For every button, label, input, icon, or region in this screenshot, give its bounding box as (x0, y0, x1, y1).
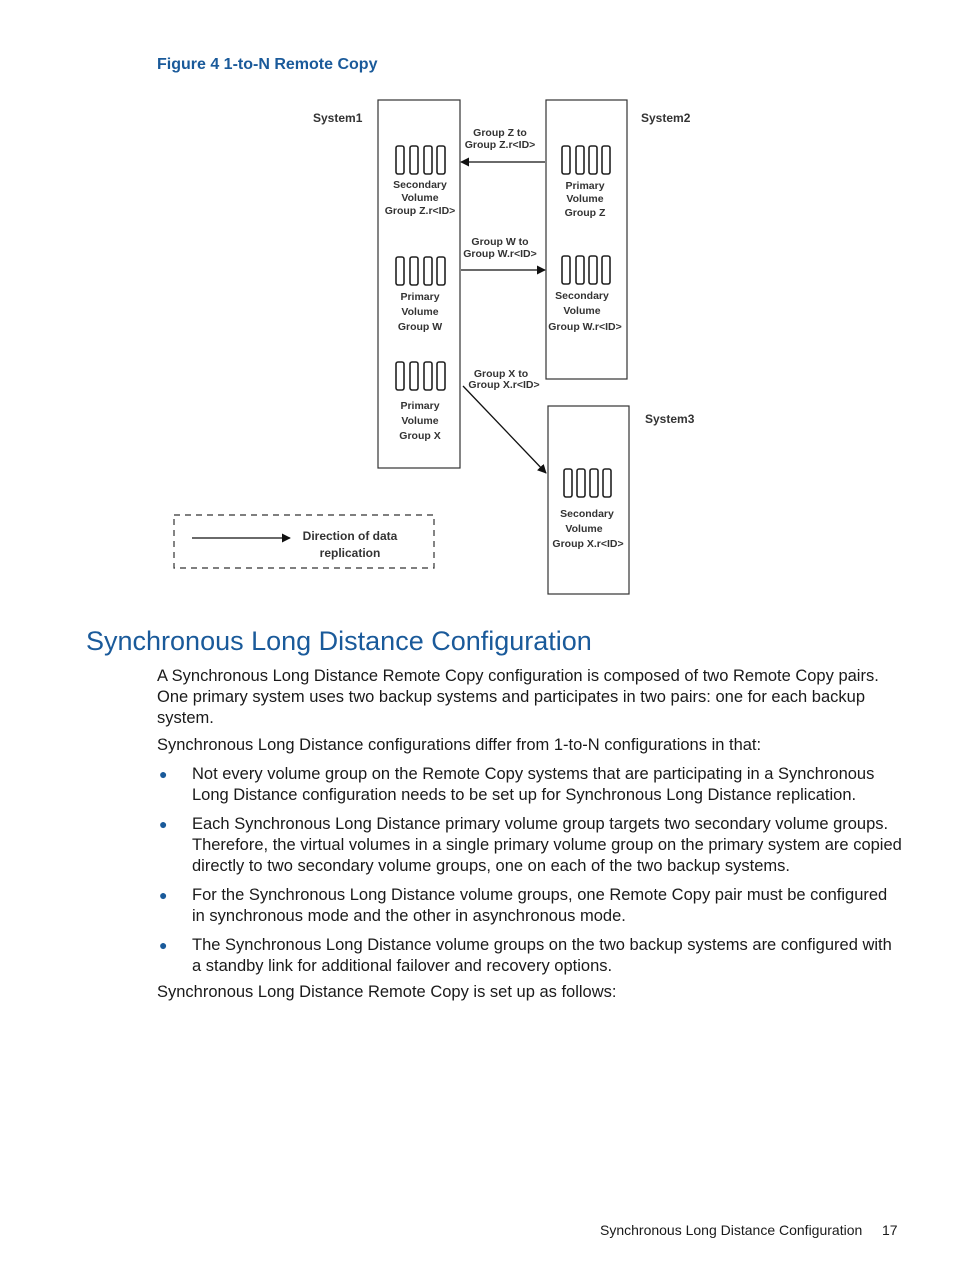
difference-list: ● Not every volume group on the Remote Co… (157, 764, 902, 985)
s1-group3-line3: Group X (399, 430, 440, 442)
system1-box (377, 99, 461, 469)
list-item: ● For the Synchronous Long Distance volum… (157, 885, 902, 927)
legend-line2: replication (320, 546, 381, 560)
section-title: Synchronous Long Distance Configuration (86, 626, 592, 656)
bullet-icon: ● (159, 937, 168, 953)
arrow-w-label-line1: Group W to (471, 236, 528, 248)
paragraph-intro: A Synchronous Long Distance Remote Copy … (157, 667, 879, 727)
arrow-x-label-line1: Group X to (474, 368, 528, 380)
volume-group-icon (561, 255, 611, 285)
s1-group2-line2: Volume (401, 306, 438, 318)
figure-caption: Figure 4 1-to-N Remote Copy (157, 56, 378, 73)
s2-group2-line3: Group W.r<ID> (548, 321, 622, 333)
s1-group3-line1: Primary (400, 400, 439, 412)
volume-group-icon (561, 145, 611, 175)
bullet-icon: ● (159, 816, 168, 832)
remote-copy-diagram: System1 System2 System3 Secondary Volume… (173, 99, 695, 595)
arrow-z-label-line1: Group Z to (473, 127, 527, 139)
paragraph-differences: Synchronous Long Distance configurations… (157, 736, 762, 754)
arrow-x (462, 385, 547, 474)
s2-group1-line2: Volume (566, 193, 603, 205)
s1-group3-line2: Volume (401, 415, 438, 427)
list-item: ● Not every volume group on the Remote Co… (157, 764, 902, 806)
paragraph-setup: Synchronous Long Distance Remote Copy is… (157, 983, 617, 1001)
volume-group-icon (563, 468, 612, 498)
s3-group1-line1: Secondary (560, 508, 614, 520)
list-item-text: Each Synchronous Long Distance primary v… (192, 815, 902, 875)
s3-group1-line3: Group X.r<ID> (552, 538, 623, 550)
s2-group1-line3: Group Z (565, 207, 606, 219)
s1-group1-line3: Group Z.r<ID> (385, 205, 456, 217)
s2-group2-line1: Secondary (555, 290, 609, 302)
arrow-x-label-line2: Group X.r<ID> (468, 379, 539, 391)
arrow-z-label-line2: Group Z.r<ID> (465, 139, 536, 151)
s3-group1-line2: Volume (565, 523, 602, 535)
system3-label: System3 (645, 412, 695, 426)
s1-group1-line2: Volume (401, 192, 438, 204)
system1-label: System1 (313, 111, 363, 125)
s2-group2-line2: Volume (563, 305, 600, 317)
s1-group1-line1: Secondary (393, 179, 447, 191)
list-item: ● Each Synchronous Long Distance primary … (157, 814, 902, 877)
s1-group2-line3: Group W (398, 321, 442, 333)
list-item-text: The Synchronous Long Distance volume gro… (192, 936, 892, 975)
bullet-icon: ● (159, 887, 168, 903)
s1-group2-line1: Primary (400, 291, 439, 303)
list-item: ● The Synchronous Long Distance volume gr… (157, 935, 902, 977)
volume-group-icon (395, 145, 446, 175)
volume-group-icon (395, 361, 446, 391)
volume-group-icon (395, 256, 446, 286)
system3-box (547, 405, 630, 595)
arrow-w-label-line2: Group W.r<ID> (463, 248, 537, 260)
legend-box (173, 514, 435, 569)
system2-label: System2 (641, 111, 691, 125)
footer-page-number: 17 (882, 1222, 898, 1238)
s2-group1-line1: Primary (565, 180, 604, 192)
list-item-text: Not every volume group on the Remote Cop… (192, 765, 875, 804)
bullet-icon: ● (159, 766, 168, 782)
legend-line1: Direction of data (303, 529, 398, 543)
list-item-text: For the Synchronous Long Distance volume… (192, 886, 888, 925)
footer-section-name: Synchronous Long Distance Configuration (600, 1222, 863, 1238)
system2-box (545, 99, 628, 380)
